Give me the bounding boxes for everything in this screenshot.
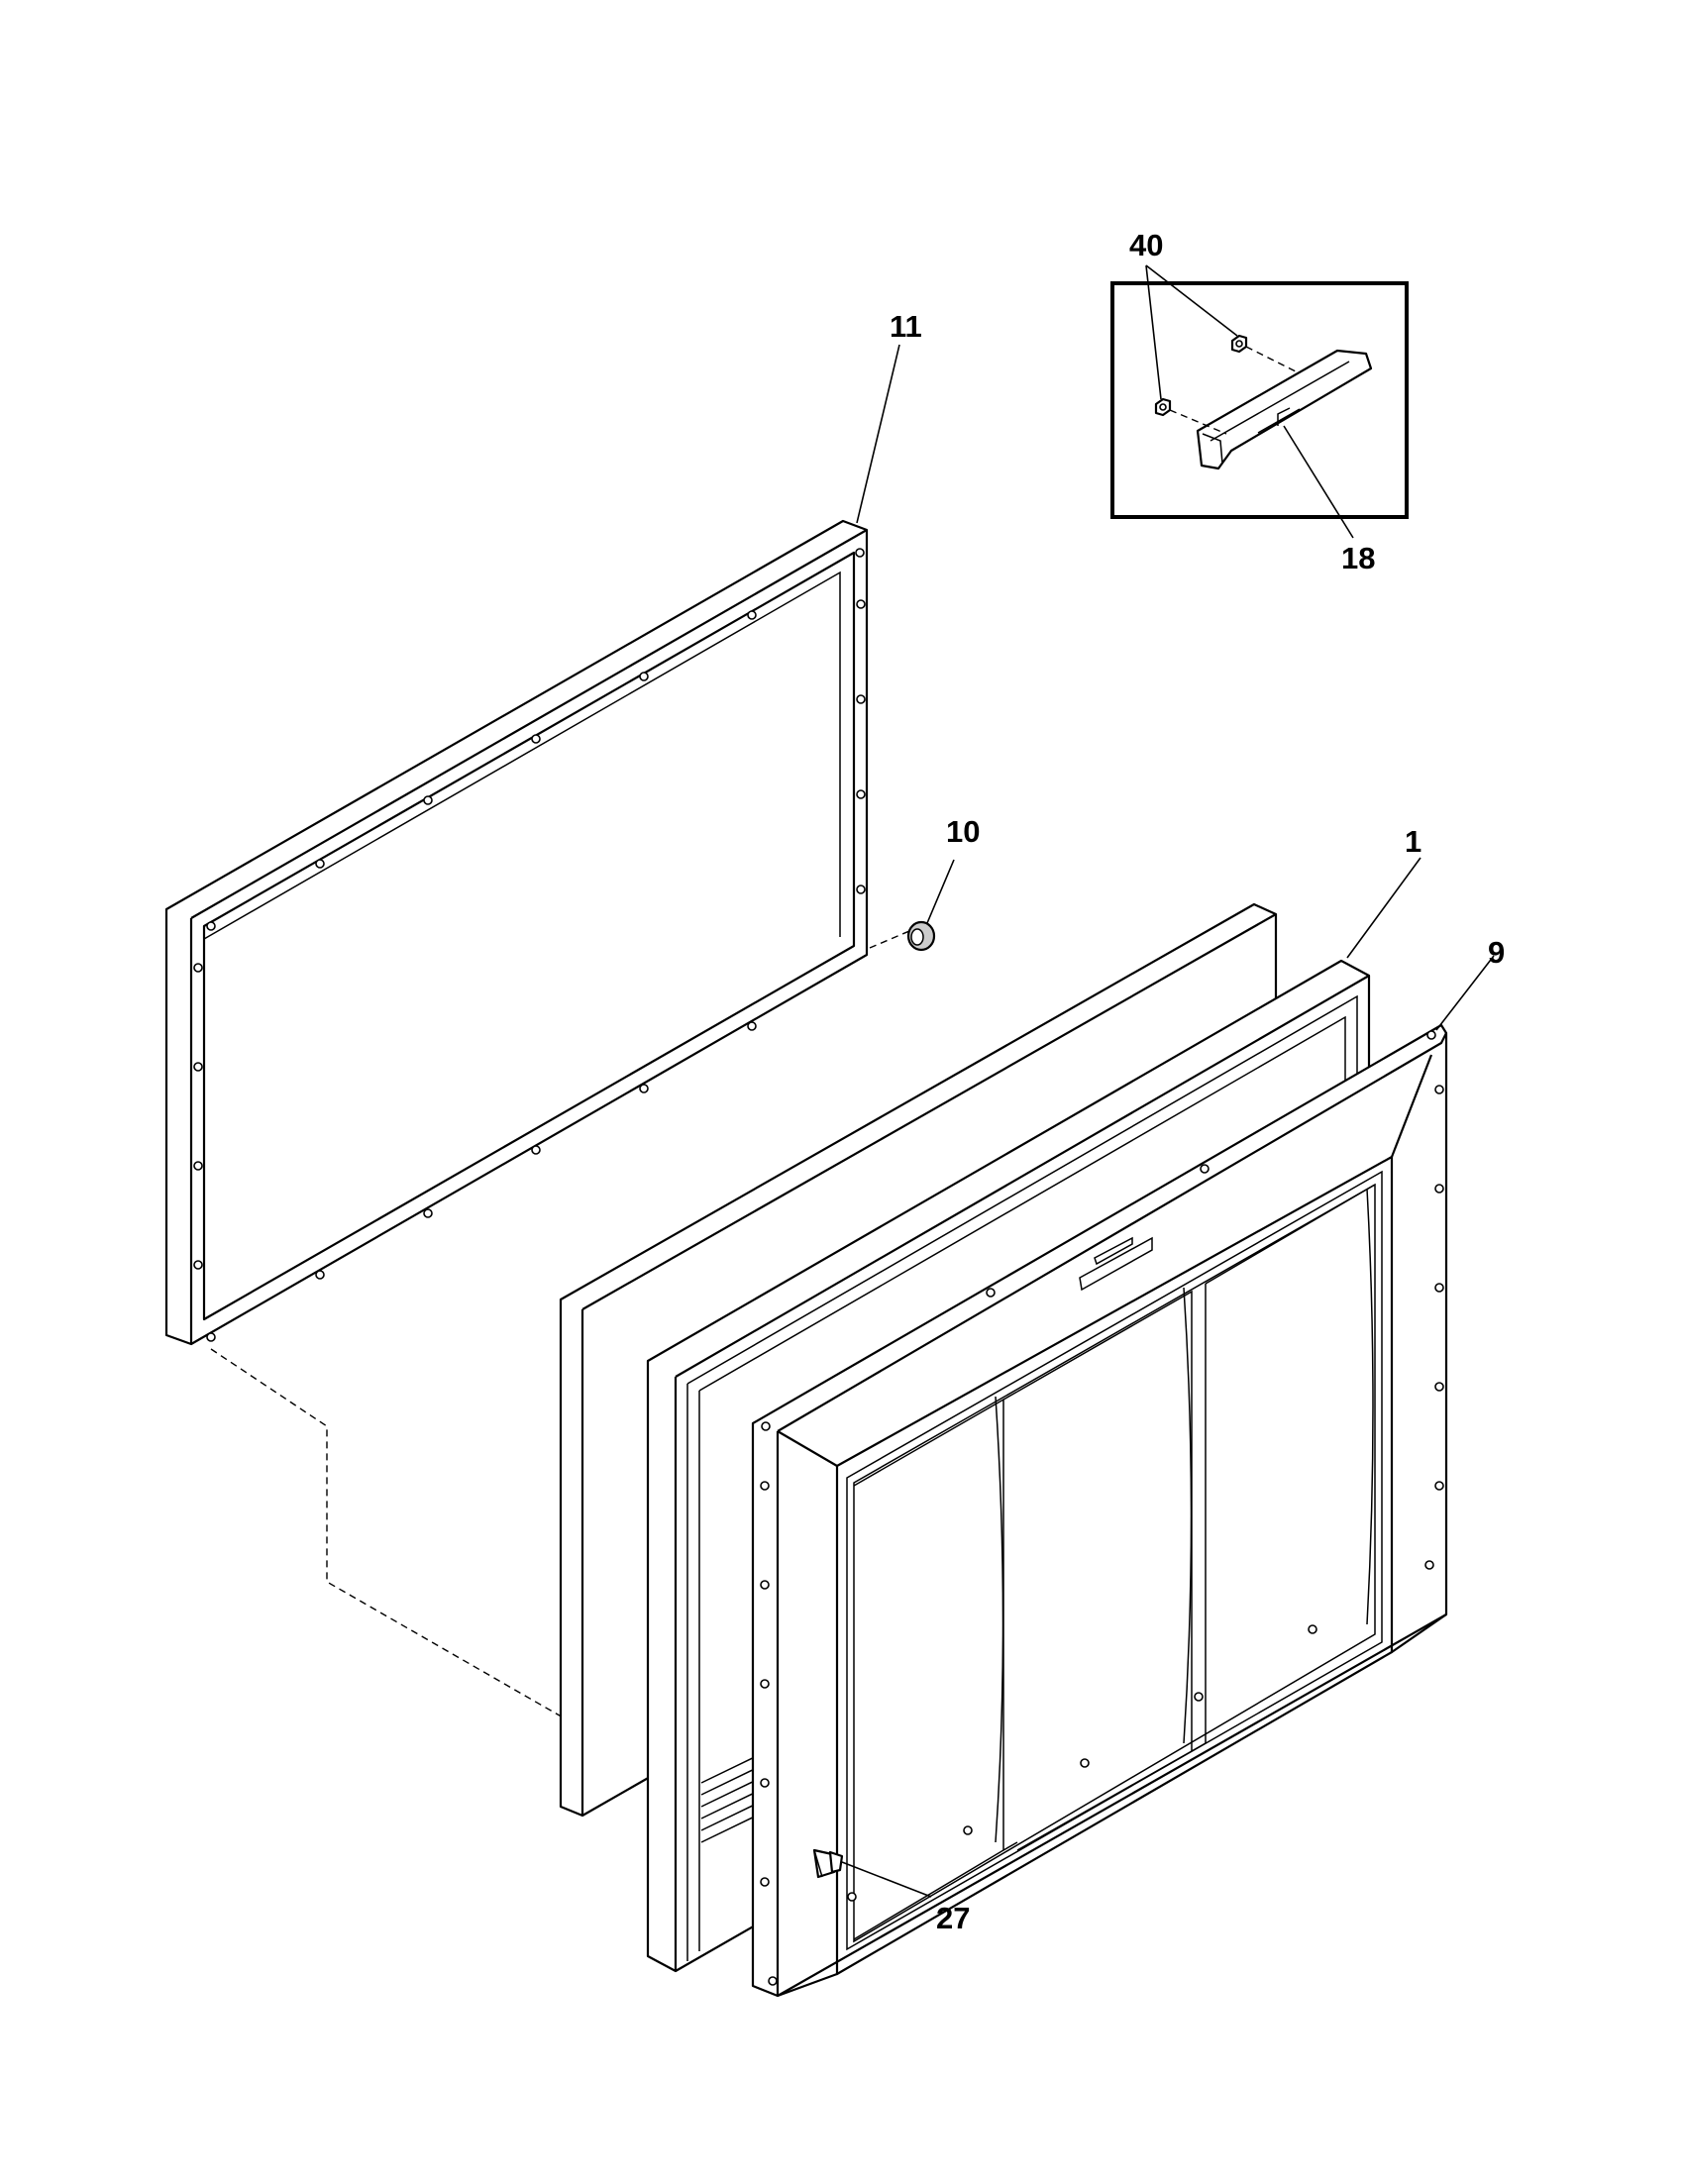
- rivet-part: [812, 1848, 932, 1898]
- handle-slot: [1079, 1236, 1153, 1292]
- callout-11: 11: [890, 309, 922, 344]
- callout-40: 40: [1129, 228, 1163, 262]
- handle-inset: [1110, 264, 1409, 539]
- frame-screw-holes: [760, 1030, 1444, 1986]
- leader-11: [856, 344, 900, 524]
- inset-frame: [1110, 281, 1409, 519]
- assembly-line-10: [869, 930, 910, 949]
- callout-18: 18: [1341, 541, 1375, 575]
- gasket-frame-part: [164, 519, 869, 1346]
- gasket-screw-holes: [193, 548, 866, 1342]
- callout-10: 10: [946, 814, 980, 849]
- plug-part: [906, 859, 955, 952]
- nut-part-2: [1154, 397, 1172, 417]
- callout-9: 9: [1488, 935, 1505, 970]
- glass-panes: [853, 1184, 1376, 1940]
- outer-door-frame-part: [751, 955, 1495, 1998]
- callout-1: 1: [1405, 824, 1421, 859]
- nut-part-1: [1230, 334, 1248, 354]
- assembly-line-left: [210, 1348, 566, 1719]
- handle-part: [1196, 349, 1373, 470]
- callout-27: 27: [936, 1901, 970, 1935]
